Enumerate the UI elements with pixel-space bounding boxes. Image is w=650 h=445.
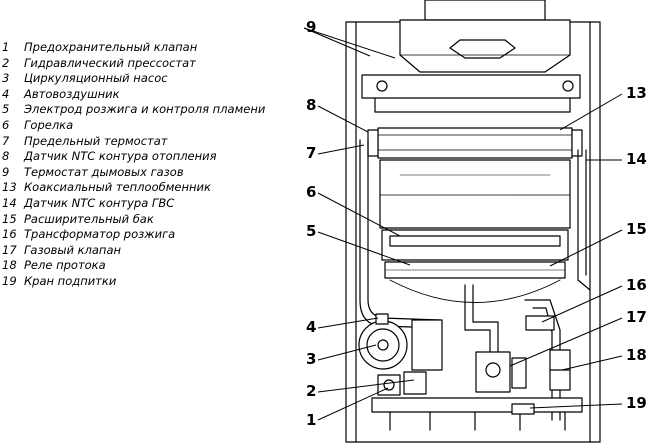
callout-15: 15: [626, 220, 647, 238]
legend-number: 8: [2, 149, 10, 164]
legend-item: 8 Датчик NTC контура отопления: [0, 149, 290, 165]
callout-9: 9: [306, 18, 316, 36]
legend-item: 9 Термостат дымовых газов: [0, 165, 290, 181]
heat-exchanger: [367, 127, 583, 159]
legend-label: Термостат дымовых газов: [24, 164, 184, 179]
legend-item: 15 Расширительный бак: [0, 212, 290, 228]
callout-leaders: [303, 27, 623, 421]
legend-number: 5: [2, 102, 10, 117]
legend-label: Горелка: [24, 117, 74, 132]
legend-item: 14 Датчик NTC контура ГВС: [0, 196, 290, 212]
legend-label: Предельный термостат: [24, 133, 168, 148]
legend-number: 18: [2, 258, 17, 273]
legend-label: Датчик NTC контура отопления: [24, 149, 217, 164]
burner: [381, 229, 569, 279]
legend-label: Электрод розжига и контроля пламени: [24, 102, 266, 117]
legend-number: 17: [2, 242, 17, 257]
legend-number: 15: [2, 211, 17, 226]
legend-number: 16: [2, 227, 17, 242]
legend-number: 14: [2, 195, 17, 210]
callout-16: 16: [626, 276, 647, 294]
legend-item: 6 Горелка: [0, 118, 290, 134]
callout-19: 19: [626, 394, 647, 412]
legend-number: 13: [2, 180, 17, 195]
flue-outlet: [399, 0, 571, 73]
legend-label: Газовый клапан: [24, 242, 122, 257]
boiler-drawing: 9 8 7 6 5 4 3 2 1 13 14 15 16 17 18 19: [303, 0, 647, 443]
legend-number: 7: [2, 133, 10, 148]
callout-4: 4: [306, 318, 316, 336]
legend-label: Предохранительный клапан: [24, 40, 198, 54]
legend-number: 19: [2, 273, 17, 288]
fume-hood: [361, 74, 581, 113]
legend-label: Реле протока: [24, 258, 106, 273]
callout-18: 18: [626, 346, 647, 364]
legend-item: 13 Коаксиальный теплообменник: [0, 180, 290, 196]
expansion-vessel: [389, 279, 561, 303]
legend-number: 4: [2, 86, 10, 101]
legend-number: 3: [2, 71, 10, 86]
callout-17: 17: [626, 308, 647, 326]
boiler-diagram: 9 8 7 6 5 4 3 2 1 13 14 15 16 17 18 19: [290, 0, 650, 445]
legend-item: 17 Газовый клапан: [0, 243, 290, 259]
legend-label: Коаксиальный теплообменник: [24, 180, 211, 195]
legend-label: Гидравлический прессостат: [24, 55, 196, 70]
legend-number: 9: [2, 164, 10, 179]
legend-item: 1 Предохранительный клапан: [0, 40, 290, 56]
legend-item: 4 Автовоздушник: [0, 87, 290, 103]
legend-item: 18 Реле протока: [0, 258, 290, 274]
legend-item: 7 Предельный термостат: [0, 134, 290, 150]
component-legend: 1 Предохранительный клапан 2 Гидравлически…: [0, 40, 290, 290]
callout-8: 8: [306, 96, 316, 114]
legend-label: Трансформатор розжига: [24, 227, 176, 242]
legend-item: 5 Электрод розжига и контроля пламени: [0, 102, 290, 118]
legend-number: 2: [2, 55, 10, 70]
legend-label: Расширительный бак: [24, 211, 154, 226]
callout-14: 14: [626, 150, 647, 168]
circulation-pump: [358, 319, 443, 371]
callout-6: 6: [306, 183, 316, 201]
air-vent: [375, 313, 389, 325]
legend-item: 2 Гидравлический прессостат: [0, 56, 290, 72]
callout-13: 13: [626, 84, 647, 102]
legend-item: 16 Трансформатор розжига: [0, 227, 290, 243]
safety-valve: [377, 374, 401, 396]
callout-5: 5: [306, 222, 316, 240]
callout-3: 3: [306, 350, 316, 368]
gas-valve: [475, 351, 527, 393]
callout-1: 1: [306, 411, 316, 429]
pressure-switch: [403, 371, 427, 395]
legend-label: Автовоздушник: [24, 86, 120, 101]
combustion-chamber: [379, 159, 571, 229]
flow-switch: [549, 349, 571, 391]
legend-label: Кран подпитки: [24, 273, 117, 288]
legend-label: Циркуляционный насос: [24, 71, 168, 86]
legend-number: 6: [2, 117, 10, 132]
callout-2: 2: [306, 382, 316, 400]
legend-label: Датчик NTC контура ГВС: [24, 195, 175, 210]
callout-7: 7: [306, 144, 316, 162]
legend-item: 3 Циркуляционный насос: [0, 71, 290, 87]
bottom-manifold: [371, 397, 583, 431]
legend-item: 19 Кран подпитки: [0, 274, 290, 290]
legend-number: 1: [2, 40, 10, 54]
